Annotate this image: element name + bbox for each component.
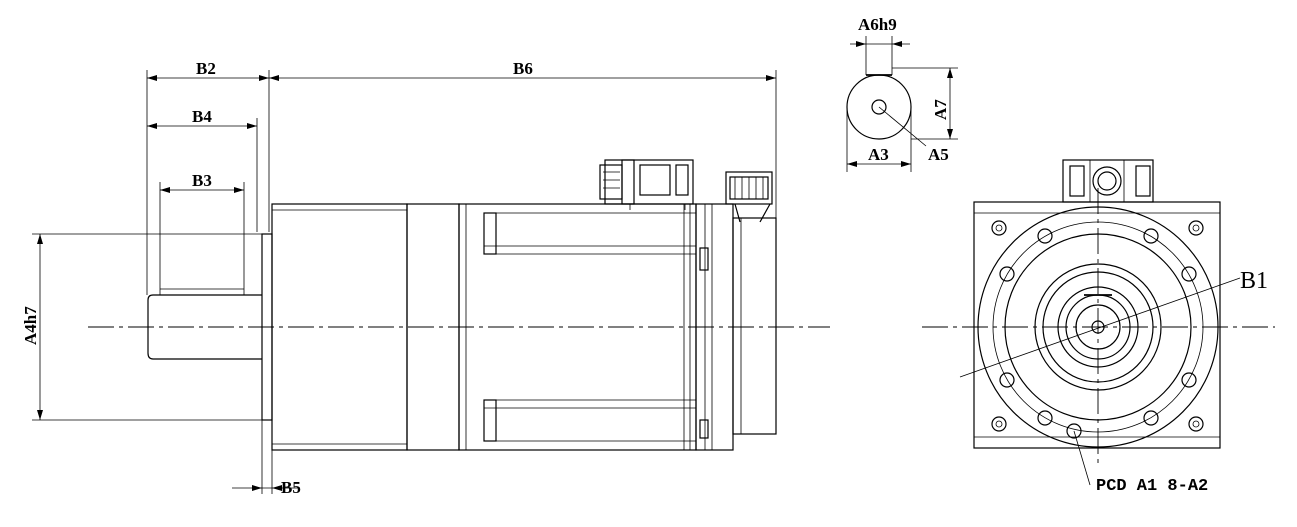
label-a7: A7 bbox=[931, 99, 950, 120]
shaft bbox=[147, 294, 262, 360]
encoder-connector bbox=[725, 171, 773, 223]
label-a4h7: A4h7 bbox=[21, 306, 40, 345]
pcd-circle bbox=[992, 221, 1204, 433]
front-view: B1 PCD A1 8-A2 bbox=[922, 159, 1275, 496]
label-a5: A5 bbox=[928, 145, 949, 164]
label-b3: B3 bbox=[192, 171, 212, 190]
label-b2: B2 bbox=[196, 59, 216, 78]
shaft-center-hole bbox=[1091, 320, 1105, 334]
pcd-leader bbox=[1073, 430, 1091, 486]
label-a3: A3 bbox=[868, 145, 889, 164]
label-b4: B4 bbox=[192, 107, 212, 126]
label-pcd: PCD A1 8-A2 bbox=[1096, 477, 1208, 496]
label-b5: B5 bbox=[281, 478, 301, 497]
square-flange bbox=[973, 201, 1221, 449]
flange-outer-circle bbox=[977, 206, 1219, 448]
encoder-cover bbox=[732, 217, 777, 435]
b1-leader bbox=[959, 277, 1241, 378]
power-connector bbox=[599, 159, 694, 210]
label-a6h9: A6h9 bbox=[858, 15, 897, 34]
corner-bolt-holes bbox=[991, 220, 1204, 432]
center-hole bbox=[871, 99, 887, 115]
shaft-detail-view: A6h9 A7 A3 A5 bbox=[846, 15, 958, 172]
pilot-circle bbox=[1034, 263, 1162, 391]
label-b6: B6 bbox=[513, 59, 533, 78]
label-b1: B1 bbox=[1240, 268, 1268, 294]
front-connector bbox=[1062, 159, 1154, 203]
side-view: B2 B6 B4 B3 A4h7 B5 bbox=[21, 59, 830, 497]
pcd-bolt-holes bbox=[999, 228, 1197, 439]
